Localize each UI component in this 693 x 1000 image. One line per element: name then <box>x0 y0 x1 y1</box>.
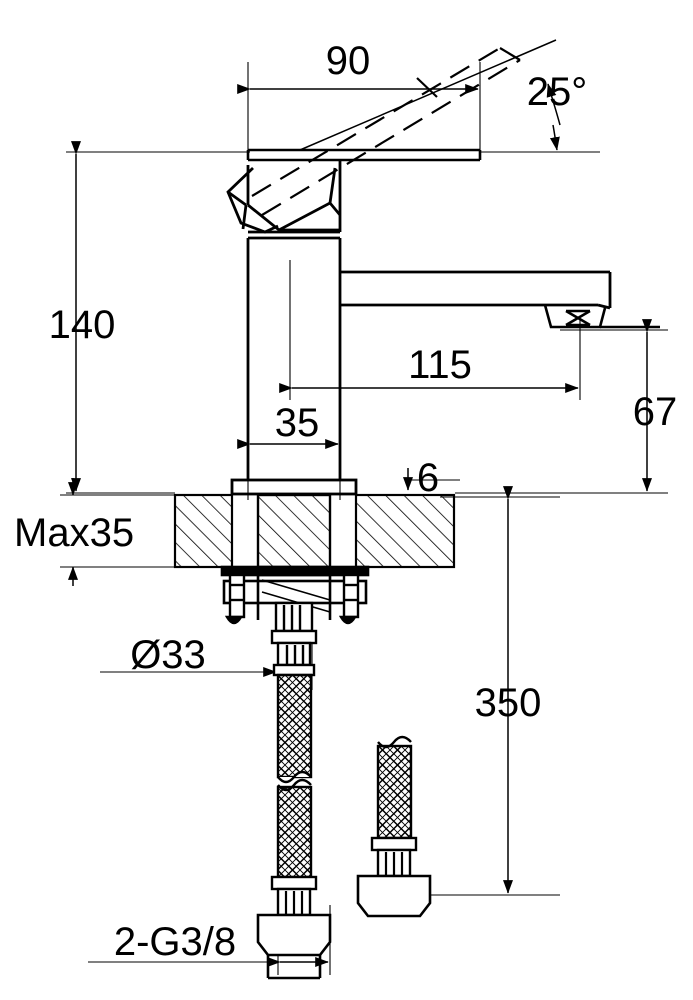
angle-ray <box>299 39 557 151</box>
label-g38: 2-G3/8 <box>114 920 236 964</box>
label-35: 35 <box>275 401 320 445</box>
label-350: 350 <box>475 681 542 725</box>
angle-arrow-upper <box>546 83 561 126</box>
spout-aerator <box>543 304 660 329</box>
label-6: 6 <box>417 456 439 500</box>
supply-hose-left <box>270 673 318 917</box>
handle-raised-phantom <box>251 47 521 216</box>
label-90: 90 <box>326 39 371 83</box>
label-67: 67 <box>633 390 678 434</box>
label-115: 115 <box>408 343 472 387</box>
label-25deg: 25° <box>527 70 588 114</box>
extension-lines <box>60 62 668 975</box>
handle-lever <box>226 160 342 240</box>
lever-handle <box>246 148 482 162</box>
threaded-shank <box>256 493 332 569</box>
handle-raised-phantom-cap <box>416 47 521 98</box>
outlet-nipple <box>270 601 318 677</box>
supply-hose-right <box>370 735 418 878</box>
hose-nut-right <box>356 874 432 918</box>
label-140: 140 <box>49 303 116 347</box>
lock-screws <box>224 573 360 625</box>
dimension-labels: 90 25° 140 115 35 67 6 Max35 Ø33 350 2-G… <box>14 39 677 964</box>
mixer-body <box>246 238 342 480</box>
hose-nut-left <box>256 913 332 980</box>
label-d33: Ø33 <box>130 633 206 677</box>
countertop-section <box>173 493 456 569</box>
label-max35: Max35 <box>14 511 134 555</box>
spout <box>340 270 612 310</box>
angle-arrow-lower <box>549 124 560 151</box>
deck-plate <box>230 478 358 496</box>
